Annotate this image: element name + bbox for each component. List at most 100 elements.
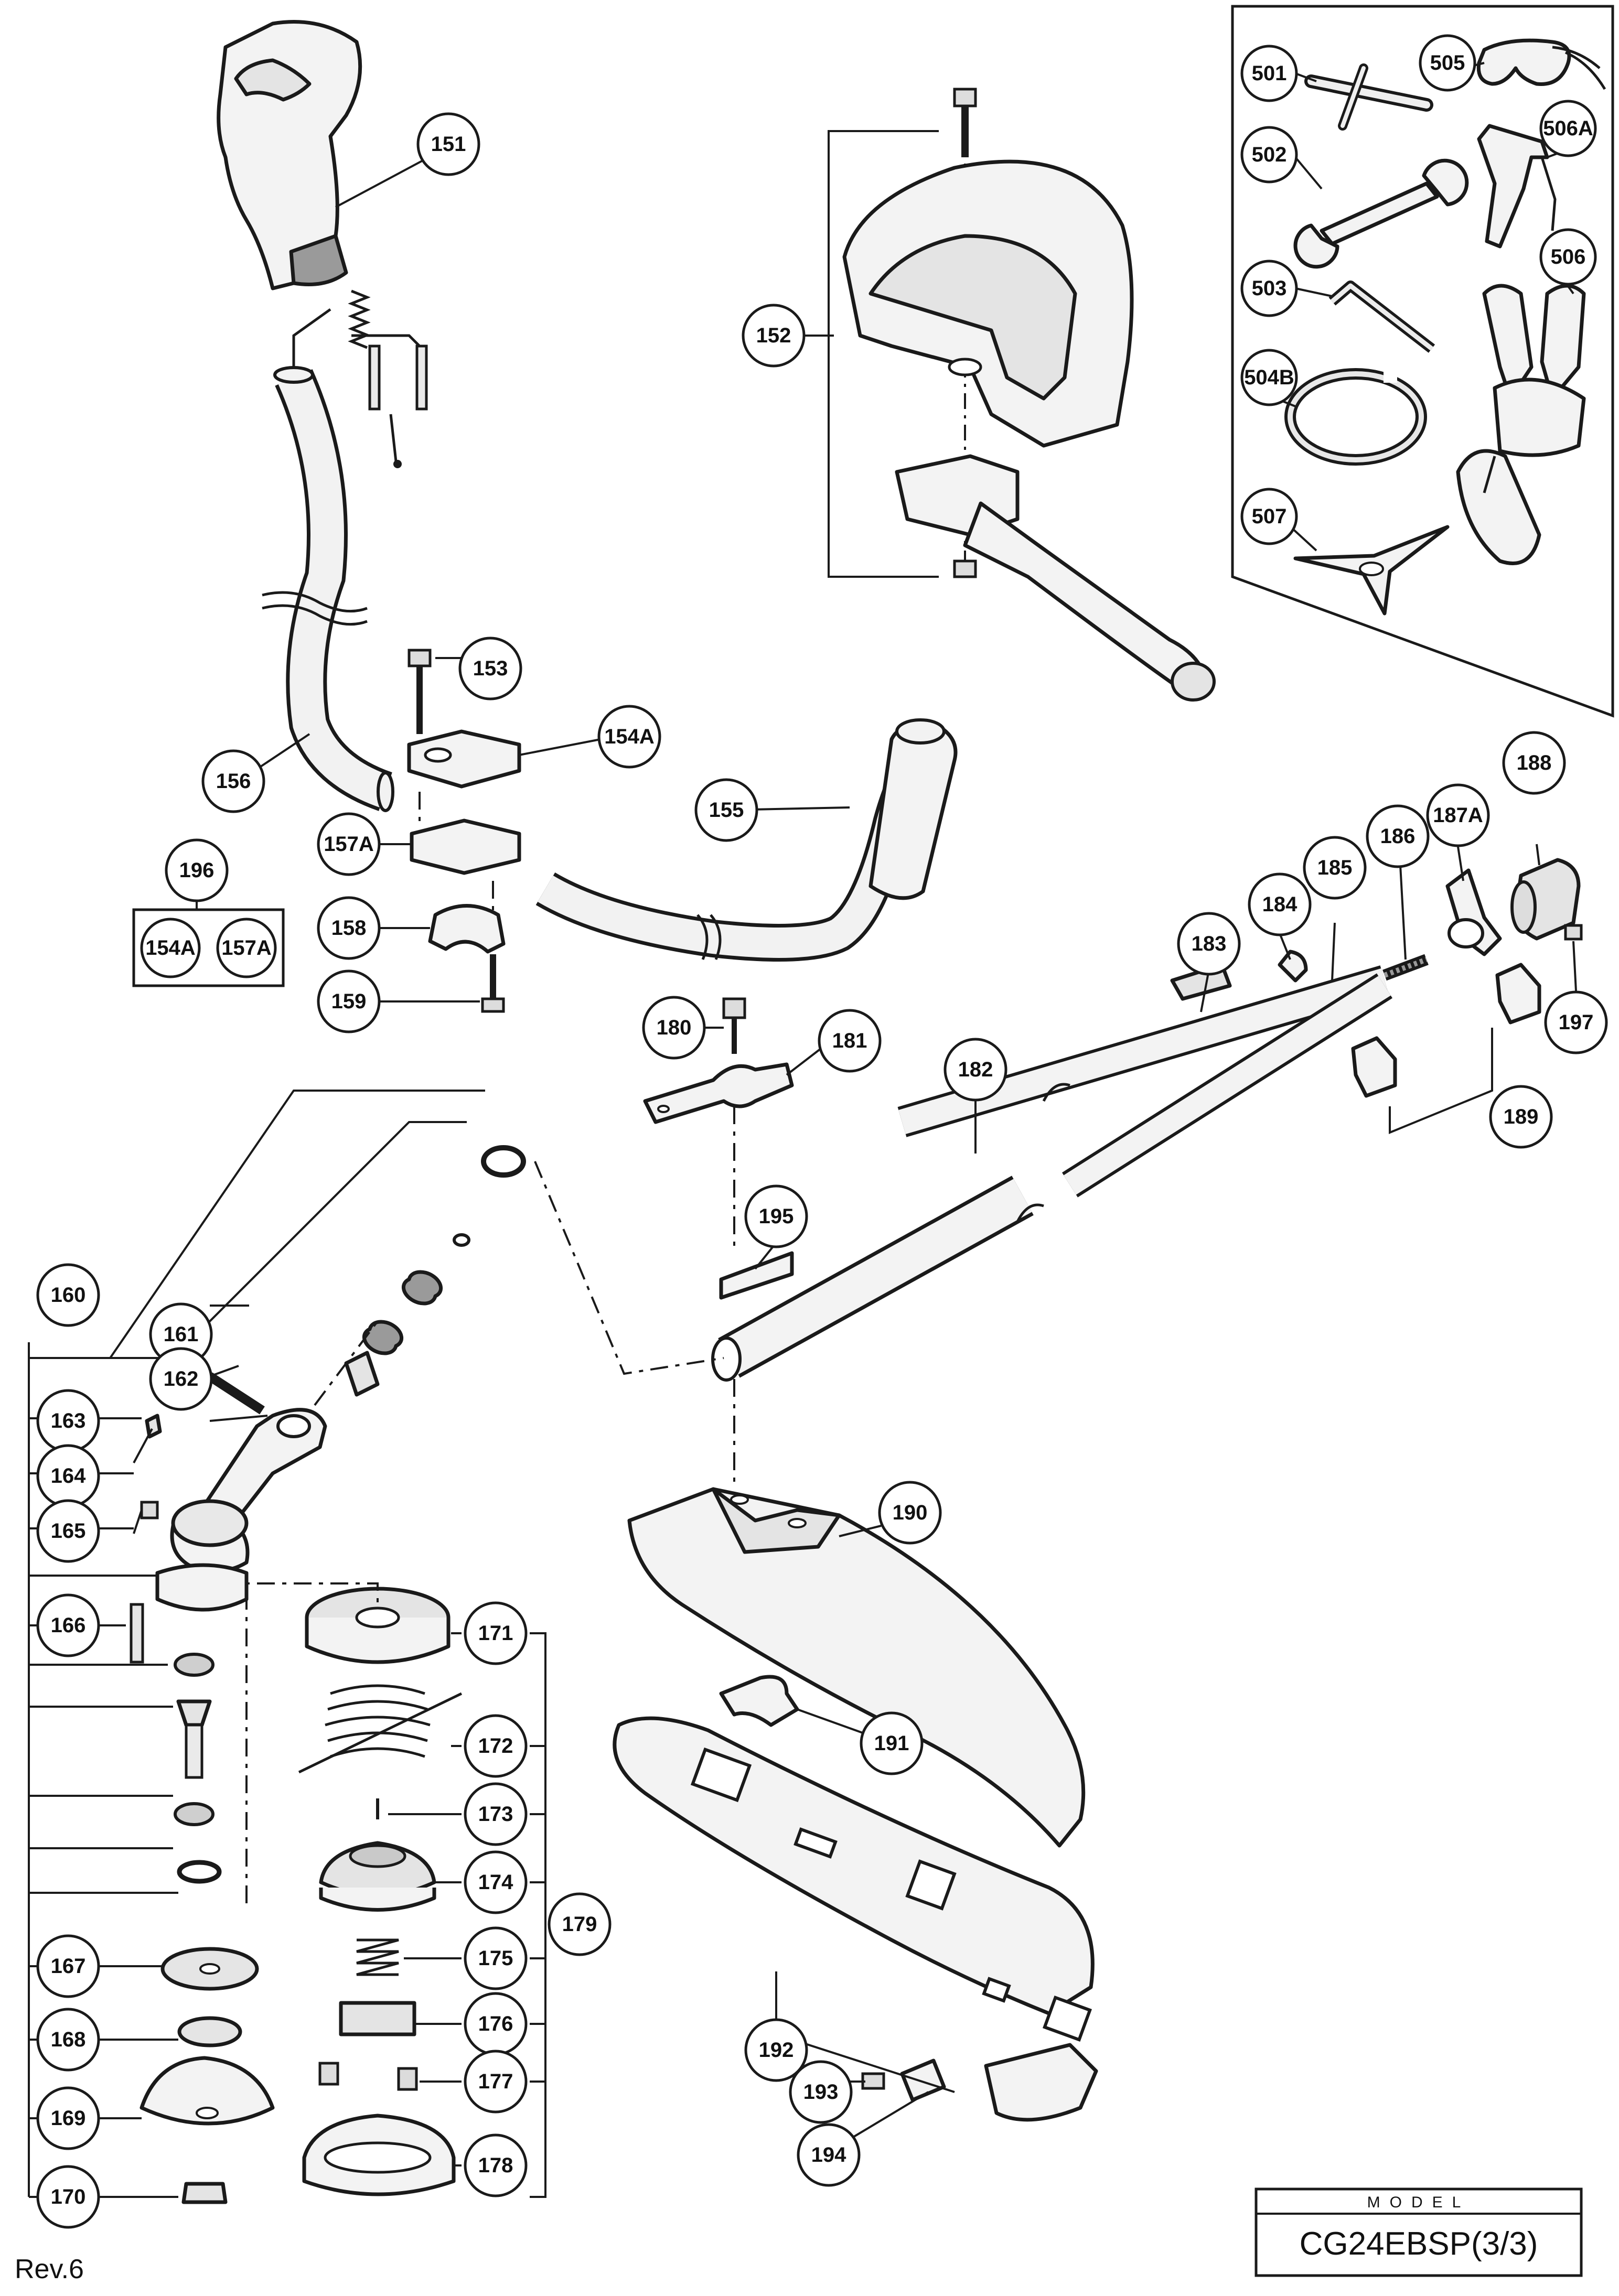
- callout-label: 502: [1252, 143, 1287, 166]
- callout-label: 172: [478, 1734, 513, 1758]
- callout-166: 166: [36, 1593, 100, 1657]
- drive-shaft: [711, 950, 1429, 1382]
- callout-152: 152: [742, 304, 806, 368]
- callout-label: 161: [164, 1323, 199, 1346]
- callout-161: 161: [149, 1302, 213, 1366]
- callout-label: 171: [478, 1622, 513, 1645]
- callout-label: 154A: [145, 936, 196, 960]
- callout-169: 169: [36, 2086, 100, 2150]
- callout-label: 184: [1262, 893, 1298, 916]
- three-tooth-blade-icon: [1293, 525, 1450, 616]
- callout-176: 176: [464, 1992, 528, 2056]
- callout-160: 160: [36, 1263, 100, 1327]
- callout-158: 158: [317, 896, 381, 960]
- callout-164: 164: [36, 1444, 100, 1508]
- callout-label: 191: [874, 1732, 909, 1755]
- callout-label: 183: [1192, 932, 1227, 955]
- callout-197: 197: [1544, 990, 1608, 1054]
- callout-167: 167: [36, 1934, 100, 1998]
- callout-label: 192: [759, 2039, 794, 2062]
- spanner-icon: [1293, 158, 1469, 269]
- callout-181: 181: [818, 1009, 882, 1073]
- callout-label: 154A: [604, 725, 655, 748]
- callout-507: 507: [1240, 488, 1298, 545]
- callout-label: 195: [759, 1205, 794, 1228]
- callout-label: 156: [216, 770, 251, 793]
- front-tube: [262, 366, 394, 812]
- callout-label: 506: [1551, 245, 1586, 268]
- callout-170: 170: [36, 2165, 100, 2229]
- callout-185: 185: [1303, 836, 1367, 900]
- callout-label: 163: [51, 1409, 86, 1432]
- loop-handle: [828, 88, 1216, 702]
- callout-191: 191: [860, 1711, 924, 1775]
- callout-165: 165: [36, 1499, 100, 1563]
- callout-503: 503: [1240, 260, 1298, 317]
- callout-label: 505: [1430, 51, 1465, 74]
- callout-168: 168: [36, 2008, 100, 2072]
- shaft-clamp: [643, 997, 794, 1253]
- callout-label: 179: [562, 1913, 597, 1936]
- callout-178: 178: [464, 2133, 528, 2197]
- callout-172: 172: [464, 1714, 528, 1778]
- callout-504B: 504B: [1240, 349, 1298, 406]
- kit-item-154A: 154A: [140, 918, 201, 978]
- callout-label: 187A: [1433, 804, 1483, 827]
- callout-label: 169: [51, 2107, 86, 2130]
- callout-label: 173: [478, 1803, 513, 1826]
- callout-155: 155: [694, 778, 758, 842]
- callout-label: 166: [51, 1614, 86, 1637]
- callout-label: 164: [51, 1464, 86, 1487]
- callout-label: 504B: [1244, 366, 1294, 389]
- callout-188: 188: [1502, 731, 1566, 795]
- callout-label: 155: [709, 799, 744, 822]
- callout-506A: 506A: [1539, 100, 1597, 157]
- callout-190: 190: [878, 1481, 942, 1545]
- callout-label: 170: [51, 2185, 86, 2208]
- nylon-cutter-head: [245, 1582, 546, 2198]
- callout-153: 153: [458, 637, 522, 700]
- retaining-ring-icon: [1284, 367, 1427, 466]
- callout-label: 177: [478, 2070, 513, 2093]
- callout-label: 180: [657, 1016, 692, 1039]
- callout-173: 173: [464, 1782, 528, 1846]
- callout-label: 501: [1252, 62, 1287, 85]
- callout-label: 182: [958, 1058, 993, 1081]
- callout-175: 175: [464, 1926, 528, 1990]
- shoulder-harness-icon: [1456, 284, 1586, 565]
- callout-187A: 187A: [1426, 783, 1490, 847]
- callout-label: 189: [1504, 1105, 1539, 1128]
- callout-162: 162: [149, 1347, 213, 1411]
- callout-154A: 154A: [597, 705, 661, 769]
- callout-193: 193: [789, 2060, 853, 2124]
- callout-label: 197: [1559, 1011, 1594, 1034]
- cutter-guard: [613, 1379, 1098, 2122]
- callout-182: 182: [943, 1038, 1007, 1102]
- throttle-grip: [217, 20, 428, 468]
- callout-label: 503: [1252, 277, 1287, 300]
- callout-180: 180: [642, 996, 706, 1060]
- callout-label: 159: [331, 990, 367, 1013]
- callout-196: 196: [165, 838, 229, 902]
- callout-label: 507: [1252, 505, 1287, 528]
- model-name: CG24EBSP(3/3): [1300, 2226, 1538, 2262]
- callout-179: 179: [548, 1892, 612, 1956]
- model-label: MODEL: [1367, 2194, 1471, 2211]
- handle-bar: [535, 718, 958, 962]
- callout-label: 181: [832, 1029, 867, 1052]
- model-box: MODEL CG24EBSP(3/3): [1255, 2187, 1583, 2277]
- callout-183: 183: [1177, 912, 1241, 976]
- handle-clamp: [407, 649, 521, 1013]
- callout-156: 156: [201, 749, 265, 813]
- callout-label: 196: [179, 859, 215, 882]
- callout-186: 186: [1366, 804, 1430, 868]
- callout-label: 188: [1517, 751, 1552, 774]
- callout-163: 163: [36, 1389, 100, 1453]
- callout-506: 506: [1539, 228, 1597, 286]
- callout-505: 505: [1419, 34, 1476, 92]
- callout-194: 194: [797, 2123, 861, 2187]
- callout-label: 158: [331, 917, 367, 940]
- callout-label: 157A: [221, 936, 272, 960]
- callout-label: 165: [51, 1519, 86, 1543]
- callout-label: 153: [473, 657, 508, 680]
